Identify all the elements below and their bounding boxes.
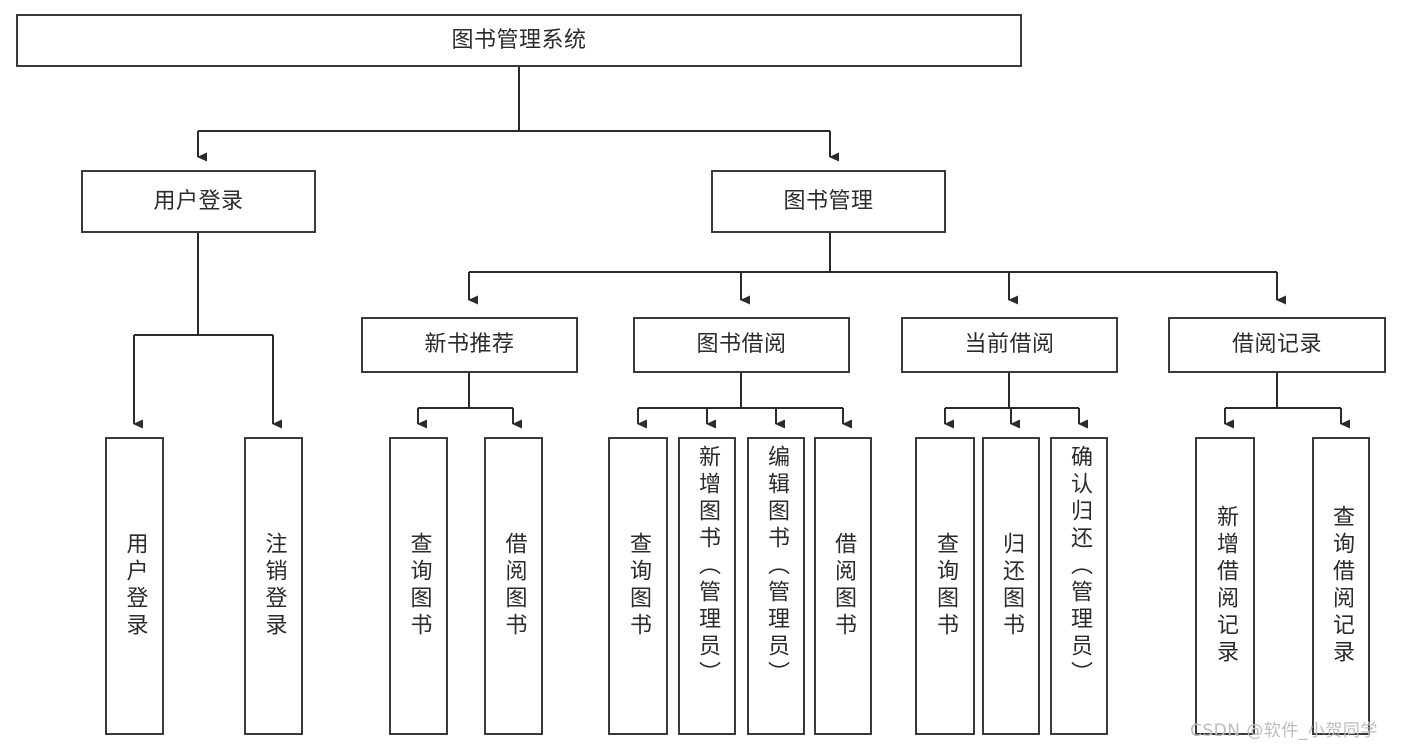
leaf-query-book-2-label: 查询图书 (626, 532, 651, 640)
leaf-return-book-label: 归还图书 (999, 532, 1024, 640)
node-user-login-label: 用户登录 (153, 188, 244, 214)
leaf-query-book-2[interactable]: 查询图书 (608, 437, 668, 735)
node-root-label: 图书管理系统 (451, 27, 587, 53)
leaf-add-book[interactable]: 新增图书（管理员） (678, 437, 736, 735)
leaf-confirm-return[interactable]: 确认归还（管理员） (1050, 437, 1108, 735)
node-root[interactable]: 图书管理系统 (16, 14, 1022, 67)
node-new-book-recommend-label: 新书推荐 (424, 332, 515, 358)
leaf-logout-login[interactable]: 注销登录 (244, 437, 303, 735)
node-current-borrow[interactable]: 当前借阅 (901, 317, 1118, 373)
leaf-query-book-3-label: 查询图书 (933, 532, 958, 640)
leaf-add-record[interactable]: 新增借阅记录 (1195, 437, 1255, 735)
leaf-user-login[interactable]: 用户登录 (105, 437, 164, 735)
leaf-query-book-3[interactable]: 查询图书 (915, 437, 975, 735)
node-book-management-label: 图书管理 (783, 188, 874, 214)
leaf-borrow-book-1[interactable]: 借阅图书 (484, 437, 543, 735)
leaf-confirm-return-label: 确认归还（管理员） (1067, 445, 1092, 688)
node-book-management[interactable]: 图书管理 (711, 170, 946, 233)
leaf-query-record-label: 查询借阅记录 (1329, 505, 1354, 667)
node-user-login[interactable]: 用户登录 (81, 170, 316, 233)
leaf-return-book[interactable]: 归还图书 (982, 437, 1040, 735)
leaf-query-record[interactable]: 查询借阅记录 (1312, 437, 1370, 735)
leaf-query-book-1[interactable]: 查询图书 (389, 437, 448, 735)
leaf-logout-login-label: 注销登录 (261, 532, 287, 640)
watermark: CSDN @软件_小贺同学 (1190, 721, 1378, 741)
leaf-edit-book[interactable]: 编辑图书（管理员） (747, 437, 805, 735)
node-book-borrow[interactable]: 图书借阅 (633, 317, 850, 373)
node-new-book-recommend[interactable]: 新书推荐 (361, 317, 578, 373)
leaf-borrow-book-2[interactable]: 借阅图书 (814, 437, 872, 735)
leaf-add-book-label: 新增图书（管理员） (695, 445, 720, 688)
leaf-query-book-1-label: 查询图书 (406, 532, 432, 640)
leaf-add-record-label: 新增借阅记录 (1213, 505, 1238, 667)
leaf-borrow-book-1-label: 借阅图书 (501, 532, 527, 640)
leaf-user-login-label: 用户登录 (122, 532, 148, 640)
leaf-borrow-book-2-label: 借阅图书 (831, 532, 856, 640)
node-borrow-record-label: 借阅记录 (1231, 332, 1322, 358)
node-borrow-record[interactable]: 借阅记录 (1168, 317, 1386, 373)
node-current-borrow-label: 当前借阅 (964, 332, 1055, 358)
node-book-borrow-label: 图书借阅 (696, 332, 787, 358)
leaf-edit-book-label: 编辑图书（管理员） (764, 445, 789, 688)
